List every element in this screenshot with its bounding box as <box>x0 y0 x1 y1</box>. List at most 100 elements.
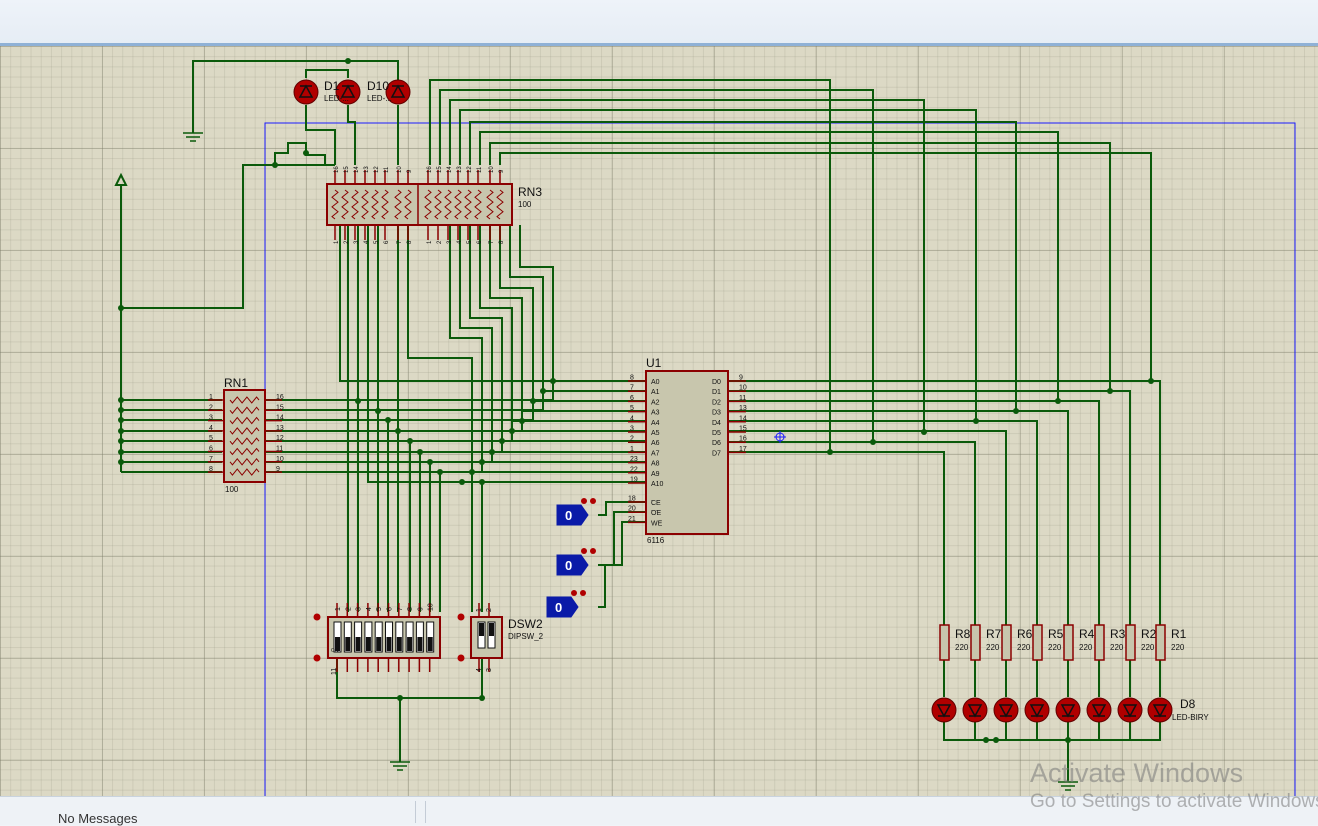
led-icon[interactable] <box>1147 697 1173 723</box>
rn1-pin-label: 8 <box>209 466 213 473</box>
u1-pin-name: D6 <box>712 440 721 447</box>
u1-pin-number: 16 <box>739 436 747 443</box>
crosshair-cursor-icon <box>774 431 786 443</box>
rn3-pin-label: 9 <box>499 169 505 173</box>
rn3-resistor <box>474 189 482 220</box>
rn1-pin-label: 10 <box>276 456 284 463</box>
resistor-value: 220 <box>1048 643 1062 652</box>
rn3-pin-label: 3 <box>447 240 453 244</box>
resistor-network-rn3[interactable]: 1611521431341251161079816115214313412511… <box>326 166 542 244</box>
logic-state-probe[interactable]: 0 <box>556 498 596 526</box>
rn1-pin-label: 6 <box>209 446 213 453</box>
dip-switch-dsw2[interactable]: 1 2 4 3 DSW2 DIPSW_2 <box>457 603 544 672</box>
rn1-resistor <box>229 447 260 456</box>
u1-pin-number: 20 <box>628 506 636 513</box>
power-terminal[interactable] <box>114 172 128 186</box>
led-icon[interactable] <box>1024 697 1050 723</box>
led-icon[interactable] <box>335 79 361 105</box>
status-separator <box>425 801 426 823</box>
u1-pin-name: CE <box>651 500 661 507</box>
resistor-value: 220 <box>1141 643 1155 652</box>
dsw-pin-label: 4 <box>366 607 373 611</box>
rn3-pin-label: 11 <box>384 166 390 173</box>
rn3-pin-label: 1 <box>334 240 340 244</box>
status-separator <box>415 801 416 823</box>
rn1-pin-label: 13 <box>276 425 284 432</box>
led-icon[interactable] <box>385 79 411 105</box>
schematic-drawing[interactable]: 1611521431341251161079816115214313412511… <box>0 46 1318 796</box>
rn3-resistor <box>351 189 359 220</box>
rn3-resistor <box>424 189 432 220</box>
u1-pin-name: A10 <box>651 481 664 488</box>
resistor-ref: R3 <box>1110 627 1126 641</box>
rn1-value: 100 <box>225 485 239 494</box>
led-icon[interactable] <box>1055 697 1081 723</box>
led-icon[interactable] <box>993 697 1019 723</box>
dsw2-pin-1: 1 <box>476 608 483 612</box>
rn3-pin-label: 6 <box>384 240 390 244</box>
resistor-value: 220 <box>1110 643 1124 652</box>
d1-ref: D1 <box>324 79 340 93</box>
rn3-resistor <box>434 189 442 220</box>
resistor-ref: R4 <box>1079 627 1095 641</box>
rn1-resistor <box>229 427 260 435</box>
top-leds[interactable] <box>293 79 411 105</box>
led-icon[interactable] <box>1117 697 1143 723</box>
logic-state-value: 0 <box>555 600 562 615</box>
rn3-resistor <box>464 189 472 220</box>
rn3-resistor <box>486 189 494 220</box>
dsw-pin-label: 6 <box>387 607 394 611</box>
rn3-pin-label: 1 <box>427 240 433 244</box>
u1-pin-name: A7 <box>651 450 660 457</box>
u1-pin-number: 4 <box>630 415 634 422</box>
u1-pin-number: 5 <box>630 405 634 412</box>
rn1-pin-label: 9 <box>276 466 280 473</box>
u1-pin-number: 17 <box>739 446 747 453</box>
u1-pin-name: D2 <box>712 399 721 406</box>
u1-pin-number: 19 <box>630 477 638 484</box>
led-icon[interactable] <box>962 697 988 723</box>
led-icon[interactable] <box>1086 697 1112 723</box>
memory-chip-u1[interactable]: 8A07A16A25A34A43A52A61A723A822A919A1018C… <box>628 356 747 545</box>
status-bar: No Messages <box>0 796 1318 826</box>
toolbar-divider <box>0 43 1318 46</box>
rn1-resistor <box>229 437 260 445</box>
rn3-value: 100 <box>518 200 532 209</box>
resistor-value: 220 <box>955 643 969 652</box>
u1-pin-number: 15 <box>739 426 747 433</box>
output-leds[interactable] <box>931 697 1173 723</box>
led-icon[interactable] <box>293 79 319 105</box>
d10-ref: D10 <box>367 79 389 93</box>
rn3-resistor <box>496 189 504 220</box>
u1-pin-number: 8 <box>630 375 634 382</box>
logic-state-probe[interactable]: 0 <box>556 548 596 576</box>
u1-pin-name: WE <box>651 520 663 527</box>
u1-pin-name: A0 <box>651 379 660 386</box>
rn1-resistor <box>229 406 260 415</box>
rn3-pin-label: 7 <box>489 240 495 244</box>
rn3-pin-label: 2 <box>344 240 350 244</box>
logic-state-probe[interactable]: 0 <box>546 590 586 618</box>
u1-pin-number: 3 <box>630 426 634 433</box>
logic-state-probes[interactable]: 0 0 0 <box>546 498 596 618</box>
dsw-pin-label: 5 <box>376 607 383 611</box>
led-icon[interactable] <box>931 697 957 723</box>
rn1-pin-label: 7 <box>209 456 213 463</box>
resistor-ref: R7 <box>986 627 1002 641</box>
rn3-pin-label: 8 <box>499 240 505 244</box>
dsw-pin-label: 7 <box>397 607 404 611</box>
u1-pin-name: A3 <box>651 410 660 417</box>
resistor-ref: R8 <box>955 627 971 641</box>
